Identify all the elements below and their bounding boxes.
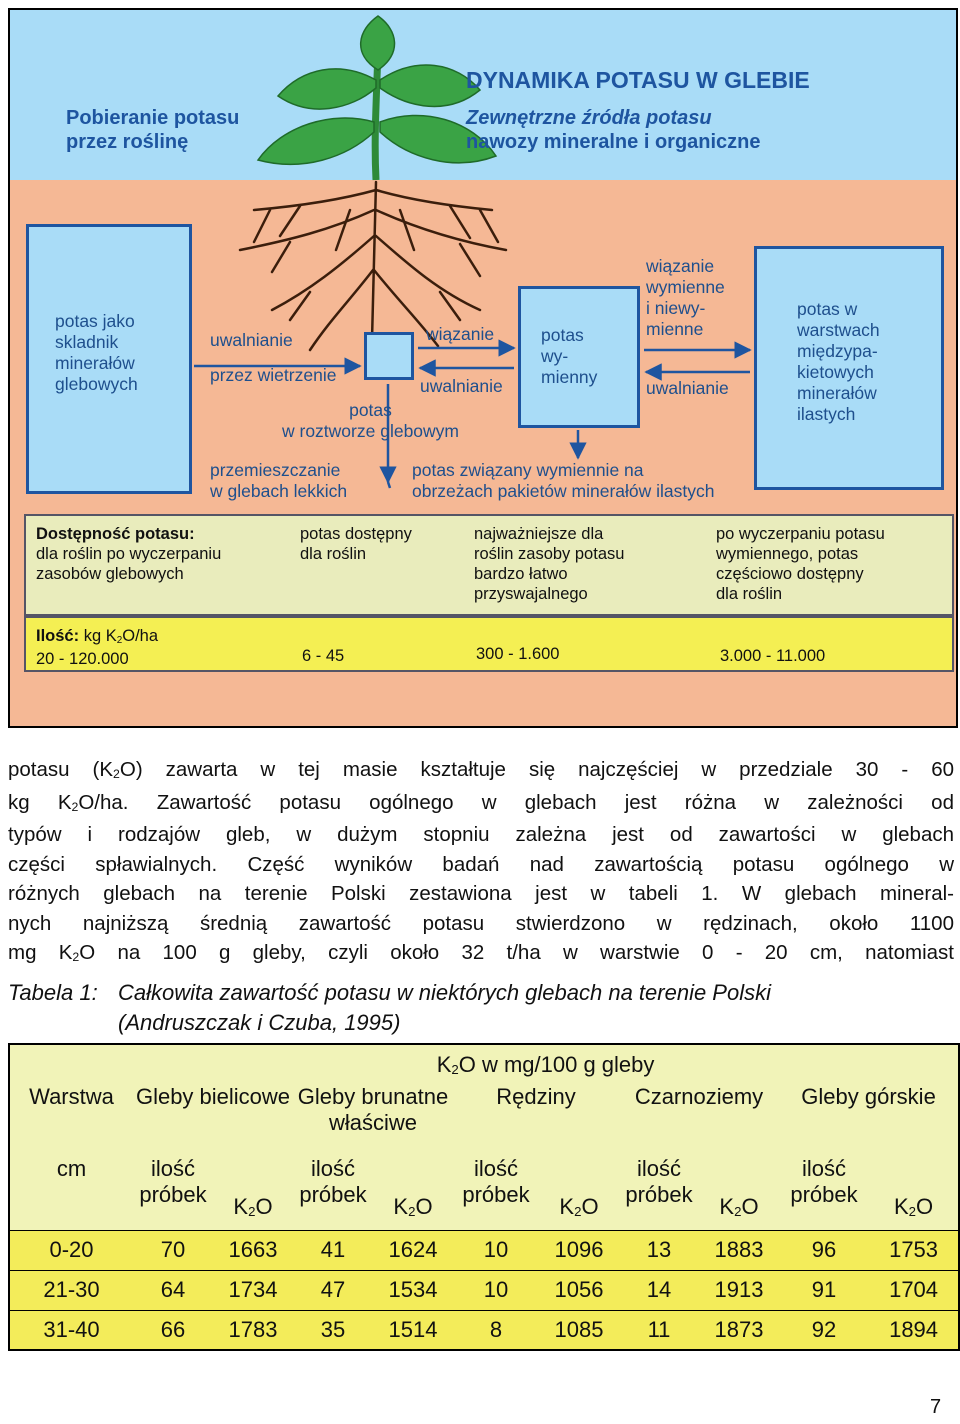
subheader-k2o: K2O bbox=[559, 1193, 599, 1219]
table-supheader: K2O w mg/100 g gleby bbox=[436, 1051, 655, 1077]
subheader-k2o: K2O bbox=[393, 1193, 433, 1219]
col-header-cm: cm bbox=[56, 1156, 87, 1181]
label-release-2: uwalnianie bbox=[420, 376, 503, 396]
col-header-soil: Gleby bielicowe bbox=[135, 1084, 291, 1109]
soil-solution-box bbox=[364, 332, 414, 380]
table-cell: 1734 bbox=[228, 1277, 278, 1302]
body-paragraph: potasu (K2O) zawarta w tej masie kształt… bbox=[8, 755, 954, 971]
table-cell: 8 bbox=[489, 1316, 503, 1342]
subheader-k2o: K2O bbox=[233, 1193, 273, 1219]
subheader-count: ilość próbek bbox=[139, 1156, 207, 1207]
table-cell: 1753 bbox=[889, 1237, 939, 1262]
table-cell: 1873 bbox=[714, 1316, 764, 1342]
table-cell: 1913 bbox=[714, 1277, 764, 1302]
table-cell: 41 bbox=[320, 1237, 346, 1262]
subheader-count: ilość próbek bbox=[462, 1156, 530, 1207]
table-cell: 1894 bbox=[889, 1316, 939, 1342]
paragraph-line: nych najniższą średnią zawartość potasu … bbox=[8, 911, 954, 935]
table-cell: 1624 bbox=[388, 1237, 438, 1262]
col-header-layer: Warstwa bbox=[29, 1084, 114, 1109]
table-caption-line2: (Andruszczak i Czuba, 1995) bbox=[118, 1010, 401, 1035]
col-header-soil: Gleby brunatne właściwe bbox=[297, 1084, 449, 1135]
col-header-soil: Czarnoziemy bbox=[634, 1084, 764, 1109]
page-number: 7 bbox=[930, 1396, 942, 1418]
table-cell: 1514 bbox=[388, 1316, 438, 1342]
table-cell: 1783 bbox=[228, 1316, 278, 1342]
flow-arrows bbox=[194, 339, 752, 489]
table-cell: 1085 bbox=[554, 1316, 604, 1342]
table-cell-layer: 0-20 bbox=[49, 1237, 94, 1262]
availability-row: Dostępność potasu: dla roślin po wyczerp… bbox=[24, 514, 954, 616]
table-cell: 70 bbox=[160, 1237, 186, 1262]
table-cell: 91 bbox=[811, 1277, 837, 1302]
subheader-k2o: K2O bbox=[719, 1193, 759, 1219]
paragraph-line: mg K2O na 100 g gleby, czyli około 32 t/… bbox=[8, 941, 954, 964]
table-row: 31-40 66 1783 35 1514 8 1085 11 1873 92 1894 bbox=[9, 1310, 960, 1350]
table-cell: 64 bbox=[160, 1277, 186, 1302]
table-cell: 96 bbox=[811, 1237, 837, 1262]
amount-col1: Ilość: kg K2O/ha 20 - 120.000 bbox=[36, 627, 159, 668]
table-row: 0-20 70 1663 41 1624 10 1096 13 1883 96 1753 bbox=[9, 1230, 960, 1270]
table-cell: 1663 bbox=[228, 1237, 278, 1262]
potassium-dynamics-diagram: DYNAMIKA POTASU W GLEBIE Pobieranie pota… bbox=[8, 8, 958, 728]
paragraph-line: kg K2O/ha. Zawartość potasu ogólnego w g… bbox=[8, 790, 954, 814]
col-header-soil: Gleby górskie bbox=[801, 1084, 936, 1109]
amount-col2: 6 - 45 bbox=[302, 647, 345, 665]
table-caption-line1: Całkowita zawartość potasu w niektórych … bbox=[118, 980, 771, 1005]
table-cell: 1883 bbox=[714, 1237, 764, 1262]
table-cell: 92 bbox=[811, 1316, 837, 1342]
subheader-count: ilość próbek bbox=[790, 1156, 858, 1207]
paragraph-line: potasu (K2O) zawarta w tej masie kształt… bbox=[8, 758, 954, 781]
amount-col3: 300 - 1.600 bbox=[476, 645, 560, 663]
diagram-title: DYNAMIKA POTASU W GLEBIE bbox=[466, 67, 810, 93]
table-cell: 1704 bbox=[889, 1277, 939, 1302]
subheader-count: ilość próbek bbox=[625, 1156, 693, 1207]
table-cell: 14 bbox=[646, 1277, 672, 1302]
col-header-soil: Rędziny bbox=[496, 1084, 576, 1109]
table-cell-layer: 21-30 bbox=[43, 1277, 100, 1302]
label-binding-1: wiązanie bbox=[426, 324, 495, 344]
potassium-table: K2O w mg/100 g gleby Warstwa Gleby bieli… bbox=[8, 1043, 960, 1351]
table-cell: 1056 bbox=[554, 1277, 604, 1302]
table-cell: 35 bbox=[320, 1316, 346, 1342]
table-cell: 66 bbox=[160, 1316, 186, 1342]
paragraph-line: różnych glebach na terenie Polski zestaw… bbox=[8, 882, 954, 905]
label-release-weathering: uwalnianie przez wietrzenie bbox=[210, 330, 337, 385]
table-cell-layer: 31-40 bbox=[43, 1316, 100, 1342]
table-caption-label: Tabela 1: bbox=[8, 980, 98, 1005]
plant-illustration bbox=[238, 15, 508, 352]
subheader-k2o: K2O bbox=[893, 1193, 934, 1219]
table-cell: 10 bbox=[483, 1277, 509, 1302]
table-row: 21-30 64 1734 47 1534 10 1056 14 1913 91 1704 bbox=[9, 1270, 960, 1310]
table-cell: 1534 bbox=[388, 1277, 438, 1302]
table-cell: 11 bbox=[647, 1316, 671, 1342]
paragraph-line: części spławialnych. Część wyników badań… bbox=[8, 852, 954, 876]
table-cell: 13 bbox=[646, 1237, 672, 1262]
amount-col4: 3.000 - 11.000 bbox=[720, 647, 826, 665]
label-release-3: uwalnianie bbox=[646, 378, 729, 398]
paragraph-line: typów i rodzajów gleb, w dużym stopniu z… bbox=[8, 823, 954, 846]
availability-col1: Dostępność potasu: dla roślin po wyczerp… bbox=[36, 525, 222, 583]
subheader-count: ilość próbek bbox=[299, 1156, 367, 1207]
table-cell: 10 bbox=[483, 1237, 509, 1262]
table-cell: 47 bbox=[320, 1277, 346, 1302]
amount-row: Ilość: kg K2O/ha 20 - 120.000 6 - 45 300… bbox=[24, 616, 954, 672]
table-cell: 1096 bbox=[554, 1237, 604, 1262]
